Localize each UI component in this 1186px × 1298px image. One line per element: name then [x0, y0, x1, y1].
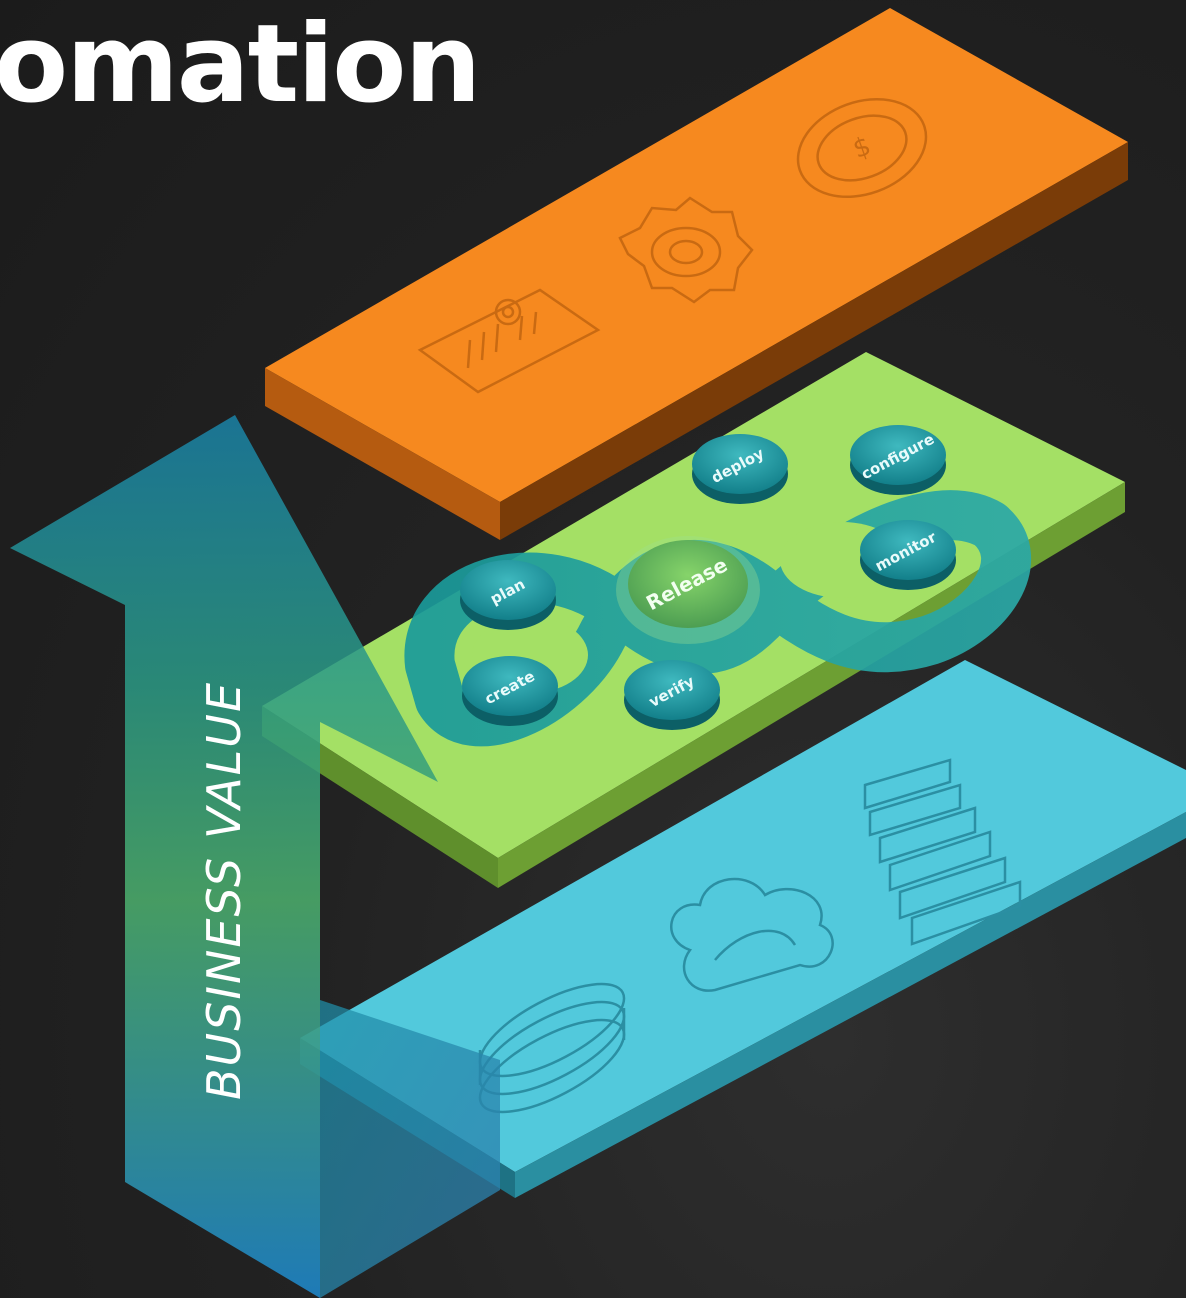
dollar-cycle-icon: $ — [796, 97, 928, 199]
loop-node-create: create — [462, 656, 558, 726]
release-hub: Release — [616, 536, 760, 644]
loop-node-monitor: monitor — [860, 520, 956, 590]
loop-node-verify: verify — [624, 660, 720, 730]
top-layer: $ — [265, 8, 1128, 540]
middle-layer-front-face — [262, 706, 498, 888]
cloud-icon — [670, 877, 834, 992]
devops-loop: Release deploy configure monitor plan cr… — [404, 425, 1031, 747]
top-layer-front-face — [265, 368, 500, 540]
page-title: omation — [0, 2, 481, 127]
top-layer-top-face — [265, 8, 1128, 502]
top-layer-side-face — [500, 142, 1128, 540]
bottom-layer-top-face — [300, 660, 1186, 1172]
document-gear-icon — [417, 288, 601, 394]
server-rack-icon — [863, 758, 1022, 946]
loop-node-deploy: deploy — [692, 434, 788, 504]
loop-node-configure: configure — [850, 425, 946, 495]
middle-layer-side-face — [498, 482, 1125, 888]
gear-icon — [618, 196, 754, 304]
arrow-body — [10, 415, 438, 1298]
arrow-fold — [320, 1000, 500, 1298]
business-value-arrow: BUSINESS VALUE — [10, 415, 500, 1298]
business-value-label: BUSINESS VALUE — [197, 681, 251, 1100]
infinity-loop — [404, 490, 1031, 747]
bottom-layer-side-face — [515, 812, 1186, 1198]
loop-node-plan: plan — [460, 560, 556, 630]
